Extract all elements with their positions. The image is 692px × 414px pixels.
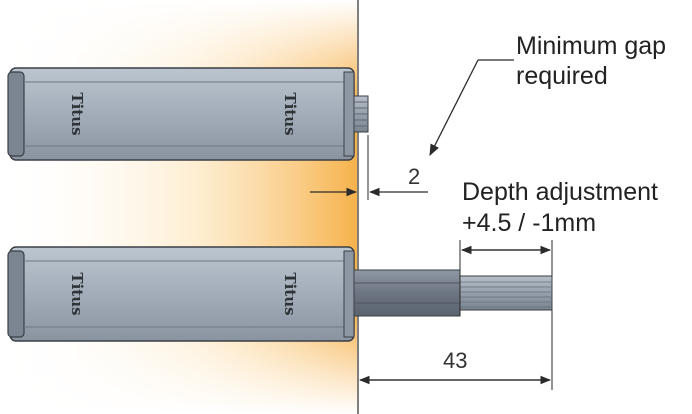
min-gap-leader [429, 59, 514, 157]
brand-logo-bottom-left: Titus [68, 272, 86, 315]
label-min-gap-line2: required [516, 62, 608, 90]
plunger-stub [353, 95, 369, 133]
brand-logo-top-left: Titus [68, 92, 86, 135]
dimension-length-value: 43 [443, 348, 467, 373]
extended-rod [353, 269, 461, 317]
gap-dimension [310, 135, 428, 200]
brand-logo-bottom-right: Titus [281, 272, 299, 315]
length-dimension [358, 310, 553, 390]
label-depth-line2: +4.5 / -1mm [462, 209, 596, 237]
damper-top: Titus Titus [7, 67, 369, 161]
label-depth-line1: Depth adjustment [462, 178, 658, 206]
wall-glow [0, 0, 357, 414]
depth-dimension [459, 240, 553, 316]
dimension-gap-value: 2 [408, 164, 420, 189]
rod-tip [459, 275, 553, 311]
label-min-gap-line1: Minimum gap [516, 32, 666, 60]
damper-bottom: Titus Titus [7, 246, 553, 342]
brand-logo-top-right: Titus [281, 92, 299, 135]
